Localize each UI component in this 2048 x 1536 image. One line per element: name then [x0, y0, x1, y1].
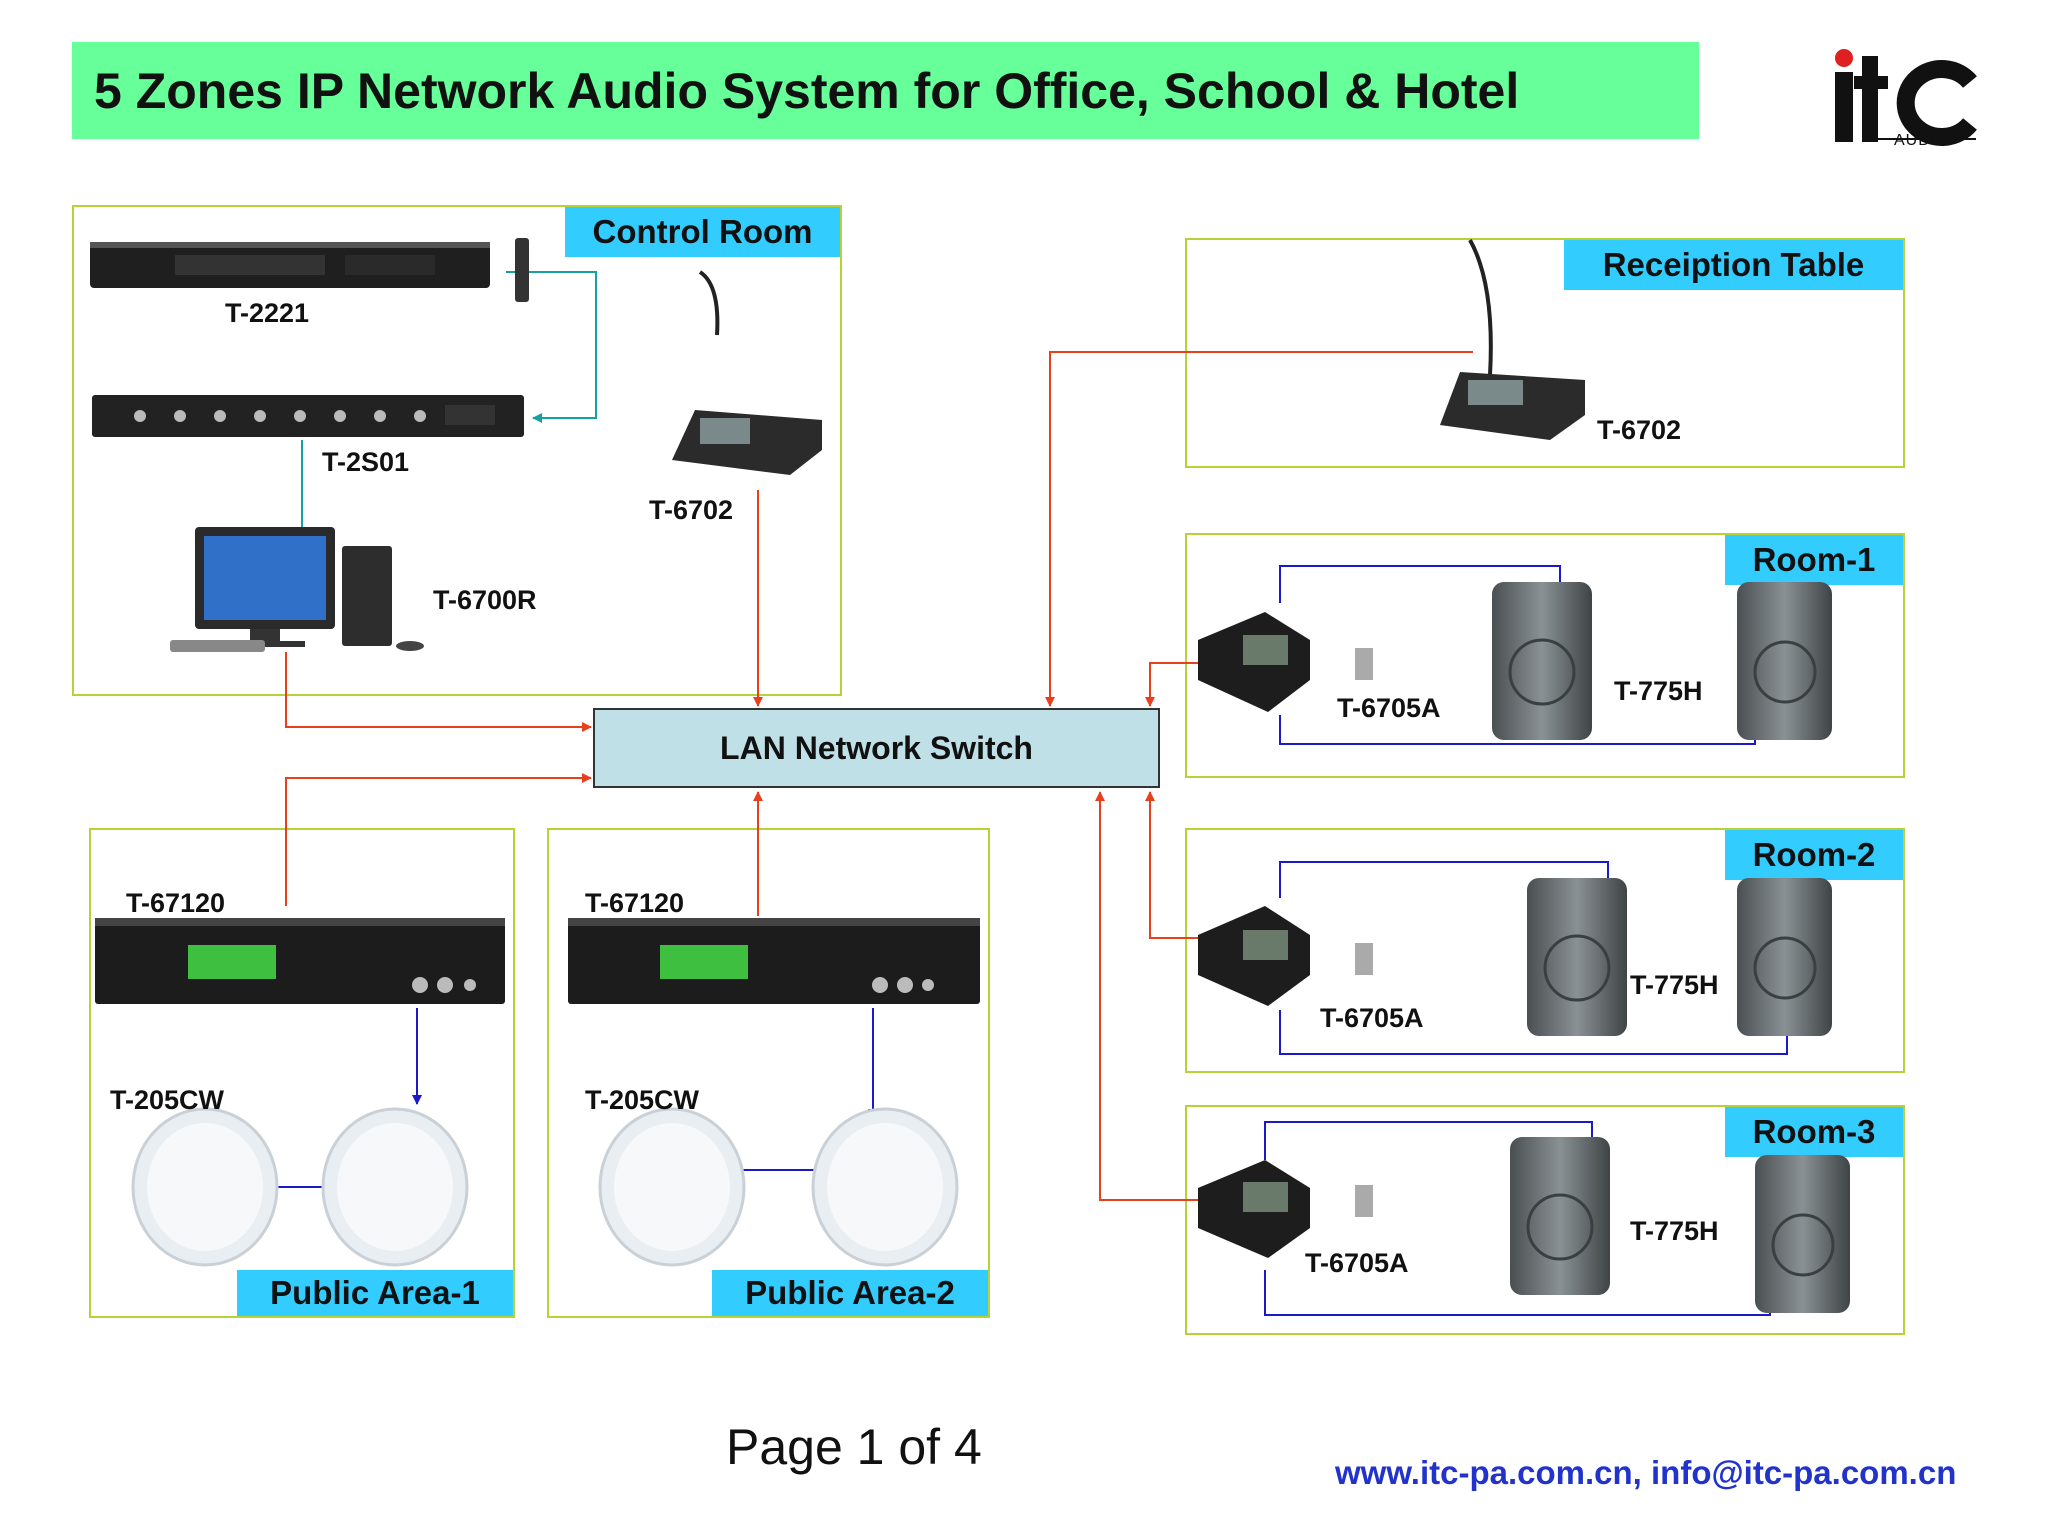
ceiling-speaker-1a [131, 1107, 279, 1267]
tag-reception: Receiption Table [1564, 240, 1903, 290]
zone-room-1 [1185, 533, 1905, 778]
ceiling-speaker-1b [321, 1107, 469, 1267]
t-6705a-room-1 [1198, 612, 1373, 712]
label-t-67120-2: T-67120 [585, 888, 685, 918]
label-t-775h-room-3: T-775H [1630, 1216, 1719, 1246]
label-t-6702-control: T-6702 [649, 495, 734, 525]
label-t-6705a-room-2: T-6705A [1320, 1003, 1424, 1033]
t-205cw-speakers [131, 1107, 959, 1267]
speaker-room-3-b [1755, 1155, 1850, 1313]
speaker-room-1-a [1492, 582, 1592, 740]
tag-public-area-1: Public Area-1 [237, 1270, 513, 1316]
t-2221-device [90, 238, 529, 302]
t-2s01-device [92, 395, 524, 437]
label-t-67120-1: T-67120 [126, 888, 226, 918]
lan-network-switch: LAN Network Switch [593, 708, 1160, 788]
zone-room-2 [1185, 828, 1905, 1073]
t-6705a-room-3 [1198, 1160, 1373, 1258]
label-t-2221: T-2221 [225, 298, 310, 328]
label-t-205cw-1: T-205CW [110, 1085, 225, 1115]
t-6702-reception-device [1440, 239, 1585, 440]
label-t-2s01: T-2S01 [322, 447, 410, 477]
label-t-775h-room-2: T-775H [1630, 970, 1719, 1000]
speaker-room-3-a [1510, 1137, 1610, 1295]
tag-control-room: Control Room [565, 207, 840, 257]
page-number: Page 1 of 4 [726, 1419, 982, 1475]
label-t-6705a-room-3: T-6705A [1305, 1248, 1409, 1278]
tag-room-1: Room-1 [1725, 535, 1903, 585]
label-t-6702-reception: T-6702 [1597, 415, 1682, 445]
label-t-6700r: T-6700R [433, 585, 537, 615]
label-t-775h-room-1: T-775H [1614, 676, 1703, 706]
zone-room-3 [1185, 1105, 1905, 1335]
label-t-205cw-2: T-205CW [585, 1085, 700, 1115]
logo-subtext: AUDIO [1894, 132, 1950, 149]
tag-public-area-2: Public Area-2 [712, 1270, 988, 1316]
t-6700r-computer [170, 527, 424, 652]
itc-audio-logo: AUDIO [1830, 46, 1990, 156]
tag-room-2: Room-2 [1725, 830, 1903, 880]
page-title: 5 Zones IP Network Audio System for Offi… [94, 63, 1520, 119]
title-bar [72, 42, 1699, 139]
zone-control-room [72, 205, 842, 696]
zone-public-area-1 [89, 828, 515, 1318]
t-6702-control-device [672, 270, 822, 475]
t-67120-amp-2 [568, 918, 980, 1004]
ceiling-speaker-2b [811, 1107, 959, 1267]
zone-public-area-2 [547, 828, 990, 1318]
speaker-room-2-b [1737, 878, 1832, 1036]
t-6705a-room-2 [1198, 906, 1373, 1006]
tag-room-3: Room-3 [1725, 1107, 1903, 1157]
contact-link[interactable]: www.itc-pa.com.cn, info@itc-pa.com.cn [1335, 1454, 1957, 1491]
network-lines [285, 351, 1473, 1201]
label-t-6705a-room-1: T-6705A [1337, 693, 1441, 723]
speaker-room-2-a [1527, 878, 1627, 1036]
speaker-room-1-b [1737, 582, 1832, 740]
t-775h-speakers [1492, 582, 1850, 1313]
t-67120-amp-1 [95, 918, 505, 1004]
ceiling-speaker-2a [598, 1107, 746, 1267]
